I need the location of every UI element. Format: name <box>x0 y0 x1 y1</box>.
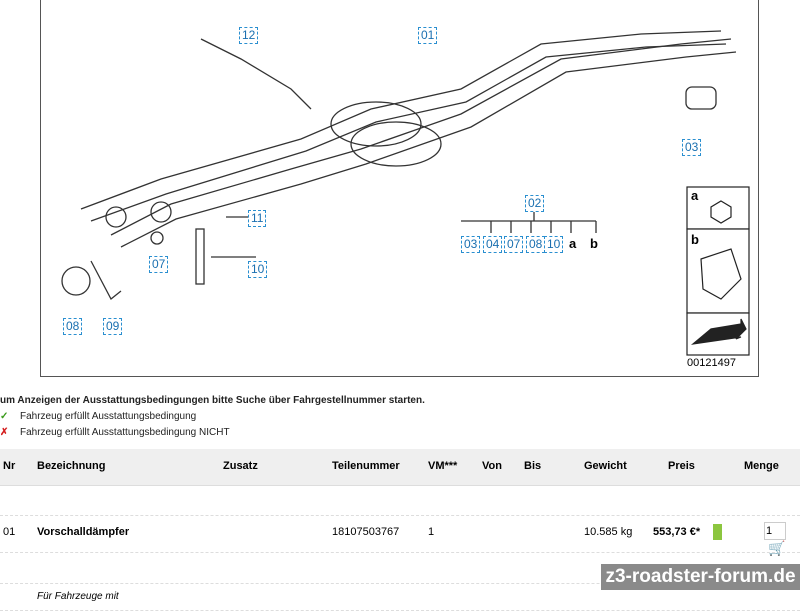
group-07[interactable]: 07 <box>504 236 524 253</box>
add-to-cart-icon[interactable]: 🛒 <box>768 540 786 556</box>
col-bis: Bis <box>524 460 542 472</box>
callout-03[interactable]: 03 <box>682 139 702 156</box>
row-name: Vorschalldämpfer <box>37 526 130 538</box>
row-part: 18107503767 <box>332 526 400 538</box>
group-a: a <box>569 236 577 251</box>
image-number: 00121497 <box>687 357 736 369</box>
callout-02[interactable]: 02 <box>525 195 545 212</box>
group-b: b <box>590 236 598 251</box>
callout-09[interactable]: 09 <box>103 318 123 335</box>
callout-01[interactable]: 01 <box>418 27 438 44</box>
row-weight: 10.585 kg <box>584 526 633 538</box>
quantity-input[interactable] <box>764 522 786 540</box>
col-gewicht: Gewicht <box>584 460 627 472</box>
notes: um Anzeigen der Ausstattungsbedingungen … <box>0 393 425 441</box>
exhaust-drawing <box>61 30 750 356</box>
col-von: Von <box>482 460 502 472</box>
cross-icon: ✗ <box>0 427 9 438</box>
check-icon: ✓ <box>0 411 9 422</box>
group-08[interactable]: 08 <box>526 236 546 253</box>
row-vm: 1 <box>428 526 435 538</box>
table-header: Nr Bezeichnung Zusatz Teilenummer VM*** … <box>0 449 800 486</box>
col-menge: Menge <box>744 460 779 472</box>
col-preis: Preis <box>668 460 695 472</box>
legend-b: b <box>691 232 699 247</box>
row-nr: 01 <box>3 526 16 538</box>
callout-10[interactable]: 10 <box>248 261 268 278</box>
info-text: um Anzeigen der Ausstattungsbedingungen … <box>0 395 425 406</box>
callout-07[interactable]: 07 <box>149 256 169 273</box>
callout-12[interactable]: 12 <box>239 27 259 44</box>
footnote: Für Fahrzeuge mit <box>37 591 119 602</box>
ok-text: Fahrzeug erfüllt Ausstattungsbedingung <box>20 411 197 422</box>
nok-text: Fahrzeug erfüllt Ausstattungsbedingung N… <box>20 427 230 438</box>
parts-diagram: 12 01 03 02 11 10 07 08 09 03 04 07 08 1… <box>40 0 759 377</box>
callout-08[interactable]: 08 <box>63 318 83 335</box>
group-10[interactable]: 10 <box>544 236 564 253</box>
availability-indicator <box>713 524 722 540</box>
col-teilenummer: Teilenummer <box>332 460 400 472</box>
table-row: 01 Vorschalldämpfer 18107503767 1 10.585… <box>0 516 800 556</box>
group-03[interactable]: 03 <box>461 236 481 253</box>
legend-a: a <box>691 188 699 203</box>
callout-11[interactable]: 11 <box>248 210 267 227</box>
group-04[interactable]: 04 <box>483 236 503 253</box>
col-bezeichnung: Bezeichnung <box>37 460 106 472</box>
row-price: 553,73 €* <box>653 526 701 538</box>
col-nr: Nr <box>3 460 16 472</box>
col-zusatz: Zusatz <box>223 460 258 472</box>
col-vm: VM*** <box>428 460 458 472</box>
watermark: z3-roadster-forum.de <box>601 564 800 590</box>
